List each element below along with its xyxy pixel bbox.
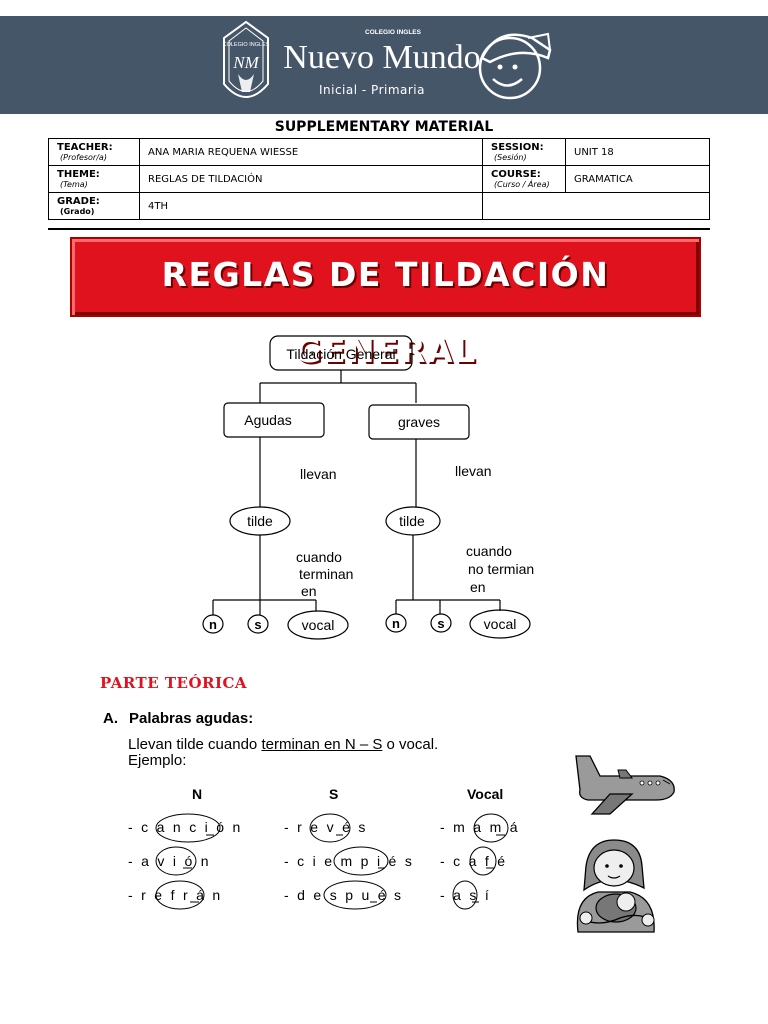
section-title: Palabras agudas: (129, 710, 254, 727)
rule-underlined: terminan en N – S (261, 736, 383, 753)
school-small-text: COLEGIO INGLES (365, 29, 422, 36)
smiley-icon (478, 32, 552, 100)
word-reves: - r e v é s (284, 819, 368, 835)
example-label: Ejemplo: (128, 752, 187, 769)
diagram-left-leaf-s: s (254, 617, 261, 632)
word-avion: - a v i ó n (128, 853, 211, 869)
theory-heading: PARTE TEÓRICA (100, 674, 248, 692)
diagram-root-label: Tildación General (286, 346, 395, 362)
theme-sub: (Tema) (60, 180, 88, 189)
course-sub: (Curso / Área) (494, 180, 550, 189)
diagram-graves-box (368, 404, 470, 440)
diagram-right-cond-3: en (470, 579, 486, 595)
diagram-left-leaf-n: n (209, 617, 217, 632)
mother-baby-icon (576, 839, 655, 933)
grade-label: GRADE: (57, 196, 100, 207)
teacher-sub: (Profesor/a) (60, 153, 107, 162)
header-banner (0, 16, 768, 114)
airplane-icon (575, 755, 675, 815)
session-value: UNIT 18 (565, 138, 710, 166)
session-sub: (Sesión) (494, 153, 527, 162)
rule-post: o vocal. (382, 736, 439, 753)
crest-initials: NM (232, 53, 259, 72)
empty-cell (482, 192, 710, 220)
column-head-vocal: Vocal (467, 786, 504, 802)
theme-value: REGLAS DE TILDACIÓN (139, 165, 483, 193)
teacher-label: TEACHER: (57, 142, 113, 153)
info-table: TEACHER: (Profesor/a) ANA MARIA REQUENA … (48, 138, 710, 220)
diagram-graves-label: graves (398, 414, 440, 430)
section-a-heading: A. Palabras agudas: (103, 710, 253, 727)
word-cafe: - c a f é (440, 853, 508, 869)
rule-text: Llevan tilde cuando terminan en N – S o … (128, 736, 438, 753)
column-head-s: S (329, 786, 339, 802)
word-mama: - m a m á (440, 819, 520, 835)
diagram-right-leaf-n: n (392, 616, 400, 631)
diagram-right-llevan: llevan (455, 463, 492, 479)
diagram-right-cond-2: no termian (468, 561, 534, 577)
rule-pre: Llevan tilde cuando (128, 736, 262, 753)
diagram-agudas-label: Agudas (244, 412, 291, 428)
banner-title: REGLAS DE TILDACIÓN GENERAL (161, 255, 610, 370)
separator-line (48, 228, 710, 230)
course-label: COURSE: (491, 169, 541, 180)
title-banner (70, 237, 701, 317)
diagram-agudas-box (223, 402, 325, 438)
tildacion-diagram: Tildación General Agudas graves llevan l… (202, 335, 534, 640)
course-value: GRAMATICA (565, 165, 710, 193)
diagram-left-llevan: llevan (300, 466, 337, 482)
diagram-left-tilde: tilde (247, 513, 273, 529)
theme-label: THEME: (57, 169, 100, 180)
teacher-value: ANA MARIA REQUENA WIESSE (139, 138, 483, 166)
school-levels: Inicial - Primaria (319, 83, 425, 97)
grade-value: 4TH (139, 192, 483, 220)
syllable-marks (155, 813, 509, 910)
section-letter: A. (103, 710, 118, 727)
document-title: SUPPLEMENTARY MATERIAL (274, 119, 494, 135)
school-name: Nuevo Mundo (283, 39, 480, 76)
word-cancion: - c a n c i ó n (128, 819, 243, 835)
diagram-left-cond-3: en (301, 583, 317, 599)
word-ciempies: - c i e m p i é s (284, 853, 415, 869)
diagram-right-cond-1: cuando (466, 543, 512, 559)
crest-top-text: COLEGIO INGLES (223, 42, 270, 48)
word-despues: - d e s p u é s (284, 887, 404, 903)
diagram-right-leaf-s: s (437, 616, 444, 631)
school-logo: COLEGIO INGLES NM COLEGIO INGLES Nuevo M… (223, 20, 552, 100)
diagram-left-cond-1: cuando (296, 549, 342, 565)
column-head-n: N (192, 786, 203, 802)
diagram-left-cond-2: terminan (299, 566, 353, 582)
grade-sub: (Grado) (60, 207, 95, 216)
diagram-right-leaf-vocal: vocal (484, 616, 517, 632)
diagram-right-tilde: tilde (399, 513, 425, 529)
word-refran: - r e f r á n (128, 887, 223, 903)
session-label: SESSION: (491, 142, 544, 153)
diagram-left-leaf-vocal: vocal (302, 617, 335, 633)
